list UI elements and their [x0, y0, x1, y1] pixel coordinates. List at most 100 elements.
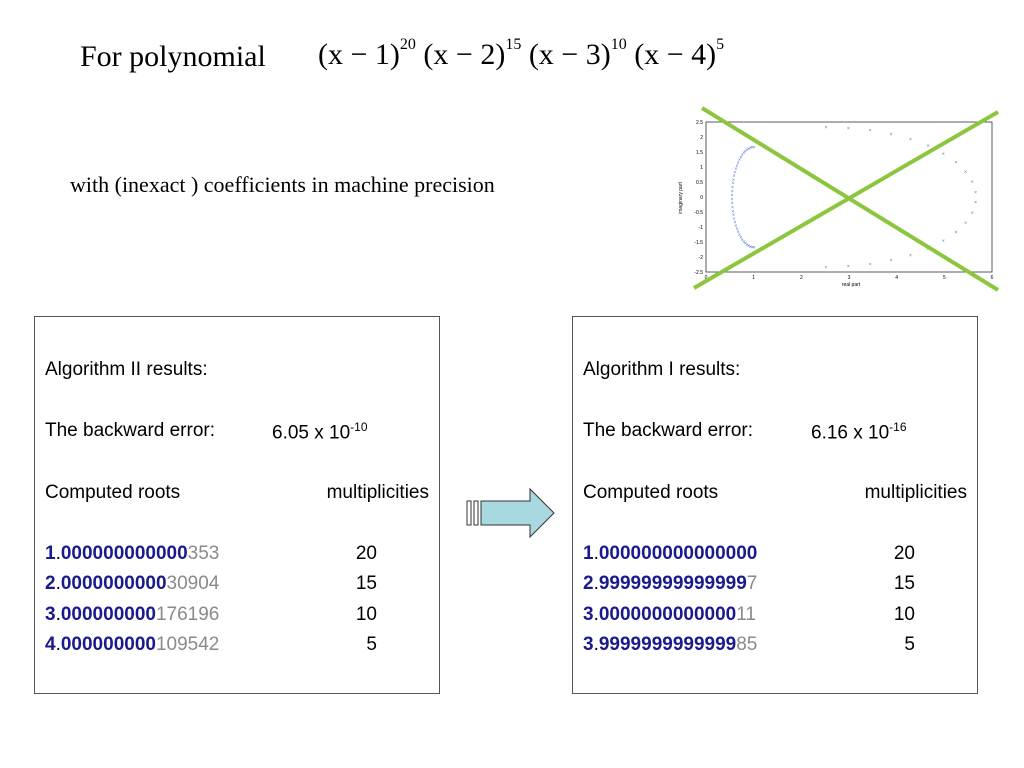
root-wrong-digits: 30904: [166, 573, 220, 594]
root-marker: ×: [737, 160, 740, 166]
root-row: 4.000000000109542: [45, 634, 219, 656]
algorithm-ii-panel: Algorithm II results: The backward error…: [34, 316, 440, 694]
root-marker: ×: [734, 167, 737, 173]
root-marker: ×: [746, 148, 749, 154]
y-tick-label: -2: [699, 255, 704, 261]
polynomial-formula: (x − 1)20 (x − 2)15 (x − 3)10 (x − 4)5: [318, 36, 725, 72]
root-marker: ×: [744, 149, 747, 155]
y-tick-label: 0: [700, 195, 703, 201]
title-prefix: For polynomial: [80, 40, 266, 73]
y-tick-label: -1.5: [694, 240, 703, 246]
y-tick-label: 1: [700, 165, 703, 171]
root-marker: ×: [942, 239, 945, 245]
root-row: 1.000000000000000: [583, 543, 757, 565]
root-markers: ××××××××××××××××××××××××××××××××××××××××…: [731, 125, 978, 271]
root-wrong-digits: 11: [736, 604, 756, 625]
y-ticks: 2.521.510.50-0.5-1-1.5-2-2.5: [694, 120, 703, 276]
root-marker: ×: [847, 264, 850, 270]
root-marker: ×: [731, 193, 734, 199]
backward-error-value: 6.16 x 10-16: [811, 420, 907, 444]
root-correct-digits: 000000000000: [60, 543, 188, 564]
root-wrong-digits: 7: [746, 573, 758, 594]
root-multiplicity: 15: [893, 573, 915, 594]
root-multiplicity: 5: [904, 634, 915, 655]
y-tick-label: 2: [700, 135, 703, 141]
x-tick-label: 1: [752, 275, 755, 281]
root-marker: ×: [974, 200, 977, 206]
root-marker: ×: [739, 155, 742, 161]
col-header-mult: multiplicities: [326, 482, 429, 503]
root-marker: ×: [733, 174, 736, 180]
root-row: 3.000000000000011: [583, 604, 756, 626]
x-tick-label: 2: [800, 275, 803, 281]
factor-4-exp: 5: [716, 36, 725, 53]
root-correct-digits: 000000000: [60, 604, 156, 625]
root-dot: .: [593, 604, 599, 625]
root-multiplicity: 5: [366, 634, 377, 655]
root-marker: ×: [747, 146, 750, 152]
x-tick-label: 6: [991, 275, 994, 281]
root-marker: ×: [735, 227, 738, 233]
root-marker: ×: [964, 169, 967, 175]
root-multiplicity: 20: [355, 543, 377, 564]
y-tick-label: 1.5: [696, 150, 703, 156]
root-int: 1: [583, 543, 594, 564]
root-correct-digits: 0000000000000: [598, 604, 737, 625]
root-int: 3: [583, 604, 594, 625]
root-marker: ×: [746, 242, 749, 248]
root-marker: ×: [964, 221, 967, 227]
algorithm-i-panel: Algorithm I results: The backward error:…: [572, 316, 978, 694]
root-marker: ×: [749, 146, 752, 152]
error-base: 6.16 x 10: [811, 422, 890, 444]
root-marker: ×: [733, 216, 736, 222]
root-marker: ×: [890, 132, 893, 138]
root-correct-digits: 0000000000: [60, 573, 167, 594]
factor-1-exp: 20: [399, 36, 416, 53]
root-marker: ×: [744, 241, 747, 247]
root-int: 2: [45, 573, 56, 594]
x-tick-label: 4: [895, 275, 898, 281]
root-marker: ×: [751, 145, 754, 151]
root-correct-digits: 9999999999999: [598, 634, 737, 655]
root-marker: ×: [869, 262, 872, 268]
root-marker: ×: [971, 211, 974, 217]
root-dot: .: [55, 573, 61, 594]
root-wrong-digits: 109542: [155, 634, 220, 655]
root-marker: ×: [731, 185, 734, 191]
root-dot: .: [55, 604, 61, 625]
col-header-roots: Computed roots: [45, 482, 181, 503]
root-marker: ×: [909, 253, 912, 259]
root-dot: .: [593, 543, 599, 564]
y-tick-label: -1: [699, 225, 704, 231]
root-dot: .: [593, 573, 599, 594]
root-marker: ×: [731, 209, 734, 215]
y-tick-label: 0.5: [696, 180, 703, 186]
root-correct-digits: 000000000000000: [598, 543, 758, 564]
root-row: 3.999999999999985: [583, 634, 757, 656]
root-marker: ×: [733, 220, 736, 226]
root-marker: ×: [954, 160, 957, 166]
root-marker: ×: [731, 201, 734, 207]
error-exp: -10: [350, 420, 368, 434]
root-marker: ×: [909, 137, 912, 143]
col-header-mult: multiplicities: [864, 482, 967, 503]
factor-2: (x − 2): [423, 38, 506, 71]
y-tick-label: -2.5: [694, 270, 703, 276]
root-dot: .: [55, 634, 61, 655]
y-tick-label: -0.5: [694, 210, 703, 216]
root-correct-digits: 99999999999999: [598, 573, 747, 594]
x-tick-label: 3: [848, 275, 851, 281]
backward-error-value: 6.05 x 10-10: [272, 420, 368, 444]
plot-xlabel: real part: [842, 282, 861, 288]
factor-4: (x − 4): [634, 38, 717, 71]
root-marker: ×: [974, 190, 977, 196]
root-marker: ×: [954, 230, 957, 236]
root-marker: ×: [731, 205, 734, 211]
root-wrong-digits: 353: [187, 543, 220, 564]
root-row: 3.000000000176196: [45, 604, 219, 626]
error-base: 6.05 x 10: [272, 422, 351, 444]
root-multiplicity: 10: [355, 604, 377, 625]
root-marker: ×: [732, 177, 735, 183]
root-marker: ×: [731, 197, 734, 203]
